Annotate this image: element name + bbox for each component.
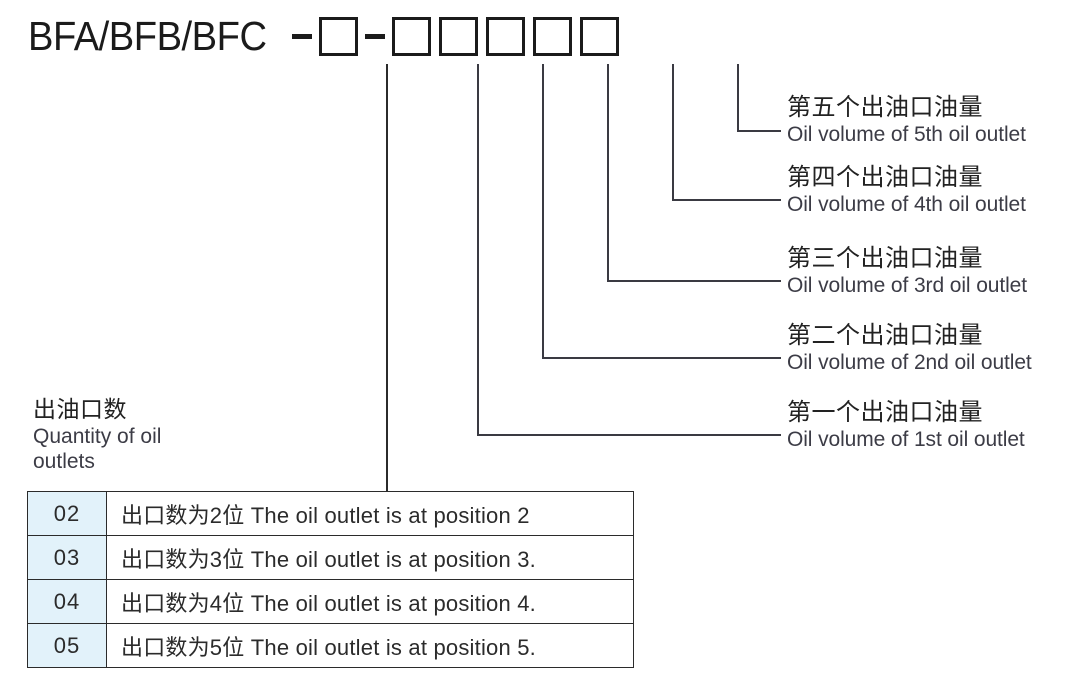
callout-4th-cn: 第四个出油口油量 [787, 164, 983, 191]
label-quantity-of-oil-outlets: 出油口数 Quantity of oil outlets [33, 395, 161, 474]
callout-1st-oil-outlet: 第一个出油口油量 Oil volume of 1st oil outlet [787, 398, 1025, 452]
model-series-name: BFA/BFB/BFC [28, 12, 267, 59]
table-cell-description: 出口数为2位 The oil outlet is at position 2 [106, 491, 634, 536]
table-row[interactable]: 05 出口数为5位 The oil outlet is at position … [27, 623, 634, 668]
code-box-oil-volume-2nd[interactable] [438, 16, 478, 56]
table-cell-code: 03 [27, 535, 107, 580]
code-separator-dash-2 [364, 33, 385, 39]
oil-outlet-quantity-table: 02 出口数为2位 The oil outlet is at position … [27, 491, 634, 668]
callout-1st-en: Oil volume of 1st oil outlet [787, 428, 1025, 451]
table-row[interactable]: 03 出口数为3位 The oil outlet is at position … [27, 535, 634, 580]
leader-line-4th [672, 64, 781, 201]
code-separator-dash-1 [291, 33, 312, 39]
model-code-row: BFA/BFB/BFC [28, 8, 619, 64]
callout-1st-cn: 第一个出油口油量 [787, 399, 983, 426]
table-cell-description: 出口数为3位 The oil outlet is at position 3. [106, 535, 634, 580]
callout-4th-oil-outlet: 第四个出油口油量 Oil volume of 4th oil outlet [787, 163, 1026, 217]
table-cell-code: 04 [27, 579, 107, 624]
code-box-quantity-of-oil-outlets[interactable] [318, 16, 358, 56]
table-cell-code: 02 [27, 491, 107, 536]
table-cell-description: 出口数为5位 The oil outlet is at position 5. [106, 623, 634, 668]
code-box-oil-volume-1st[interactable] [391, 16, 431, 56]
callout-3rd-cn: 第三个出油口油量 [787, 245, 983, 272]
code-box-oil-volume-3rd[interactable] [485, 16, 525, 56]
leader-line-3rd [607, 64, 781, 282]
callout-2nd-en: Oil volume of 2nd oil outlet [787, 351, 1032, 374]
code-box-oil-volume-5th[interactable] [579, 16, 619, 56]
leader-line-2nd [542, 64, 781, 359]
left-label-cn: 出油口数 [33, 396, 127, 422]
table-row[interactable]: 02 出口数为2位 The oil outlet is at position … [27, 491, 634, 536]
callout-3rd-oil-outlet: 第三个出油口油量 Oil volume of 3rd oil outlet [787, 244, 1027, 298]
table-cell-code: 05 [27, 623, 107, 668]
leader-line-1st [477, 64, 781, 436]
callout-2nd-oil-outlet: 第二个出油口油量 Oil volume of 2nd oil outlet [787, 321, 1032, 375]
callout-2nd-cn: 第二个出油口油量 [787, 322, 983, 349]
leader-line-5th [737, 64, 781, 132]
table-cell-description: 出口数为4位 The oil outlet is at position 4. [106, 579, 634, 624]
left-label-en-line2: outlets [33, 450, 95, 473]
callout-4th-en: Oil volume of 4th oil outlet [787, 193, 1026, 216]
callout-5th-oil-outlet: 第五个出油口油量 Oil volume of 5th oil outlet [787, 93, 1026, 147]
callout-3rd-en: Oil volume of 3rd oil outlet [787, 274, 1027, 297]
table-row[interactable]: 04 出口数为4位 The oil outlet is at position … [27, 579, 634, 624]
code-box-oil-volume-4th[interactable] [532, 16, 572, 56]
callout-5th-cn: 第五个出油口油量 [787, 94, 983, 121]
left-label-en-line1: Quantity of oil [33, 425, 162, 448]
callout-5th-en: Oil volume of 5th oil outlet [787, 123, 1026, 146]
table-body: 02 出口数为2位 The oil outlet is at position … [27, 491, 634, 668]
